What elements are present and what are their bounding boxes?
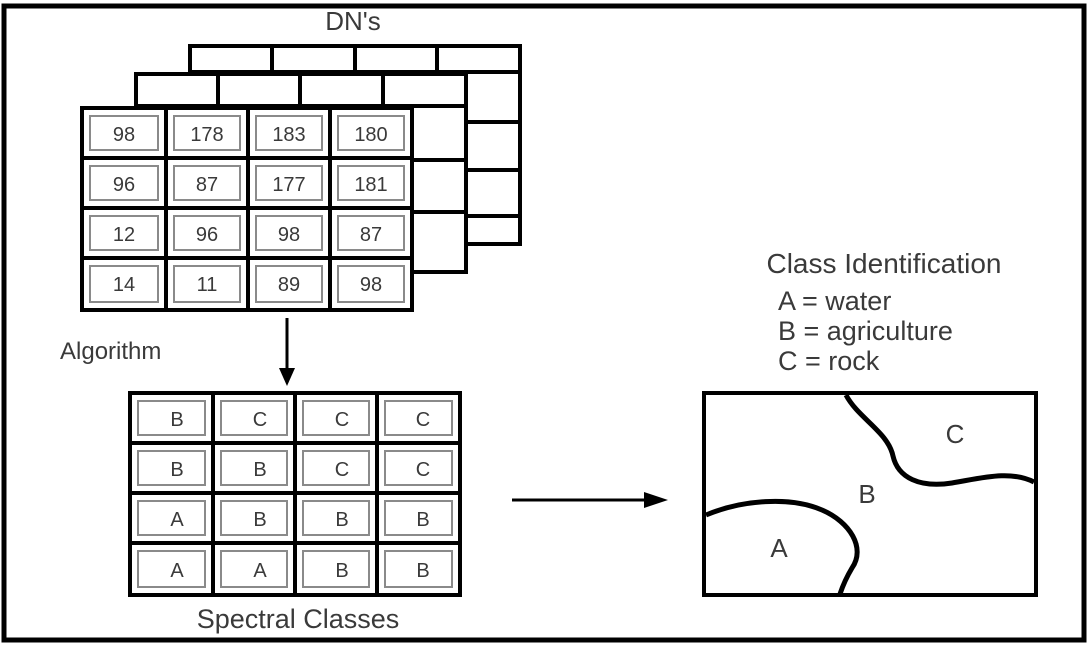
dn-cell: 89 (278, 274, 300, 296)
outer-frame (1, 3, 1087, 643)
class-cell: A (170, 509, 184, 531)
class-cell: B (253, 509, 266, 531)
legend-item-agriculture: B = agriculture (778, 316, 953, 346)
class-cell: C (335, 459, 349, 481)
dn-cell: 11 (197, 274, 218, 296)
dn-label: DN's (325, 6, 381, 36)
dn-cell: 12 (113, 224, 135, 246)
down-arrow-icon (279, 318, 295, 386)
class-cell: B (416, 560, 429, 582)
map-label-b: B (858, 479, 875, 509)
dn-grid-front: 98 178 183 180 96 87 177 181 12 96 98 87… (80, 106, 414, 312)
dn-cell: 177 (272, 174, 305, 196)
class-cell: C (253, 409, 267, 431)
dn-cell: 180 (354, 124, 387, 146)
dn-cell: 87 (360, 224, 382, 246)
dn-cell: 87 (196, 174, 218, 196)
map-label-a: A (770, 533, 788, 563)
legend-item-water: A = water (778, 286, 891, 316)
boundary-a (705, 498, 860, 595)
class-cell: B (170, 459, 183, 481)
legend-item-rock: C = rock (778, 346, 880, 376)
classified-map: C B A (702, 391, 1038, 597)
spectral-classes-label: Spectral Classes (197, 604, 400, 634)
dn-cell: 96 (113, 174, 135, 196)
class-cell: B (253, 459, 266, 481)
class-cell: B (335, 560, 348, 582)
class-cell: A (253, 560, 267, 582)
dn-cell: 181 (354, 174, 387, 196)
class-cell: C (335, 409, 349, 431)
class-identification-title: Class Identification (766, 248, 1001, 279)
class-cell: C (416, 409, 430, 431)
algorithm-label: Algorithm (60, 338, 161, 365)
dn-cell: 14 (113, 274, 135, 296)
class-cell: B (170, 409, 183, 431)
class-cell: A (170, 560, 184, 582)
dn-cell: 98 (278, 224, 300, 246)
dn-cell: 96 (196, 224, 218, 246)
spectral-grid: B C C C B B C C A B B B A A B B (128, 391, 462, 597)
dn-cell: 183 (272, 124, 305, 146)
boundary-c (843, 393, 1036, 487)
map-label-c: C (946, 419, 965, 449)
dn-cell: 178 (190, 124, 223, 146)
dn-cell: 98 (113, 124, 135, 146)
dn-cell: 98 (360, 274, 382, 296)
class-cell: B (335, 509, 348, 531)
right-arrow-icon (512, 492, 668, 508)
class-cell: B (416, 509, 429, 531)
class-cell: C (416, 459, 430, 481)
